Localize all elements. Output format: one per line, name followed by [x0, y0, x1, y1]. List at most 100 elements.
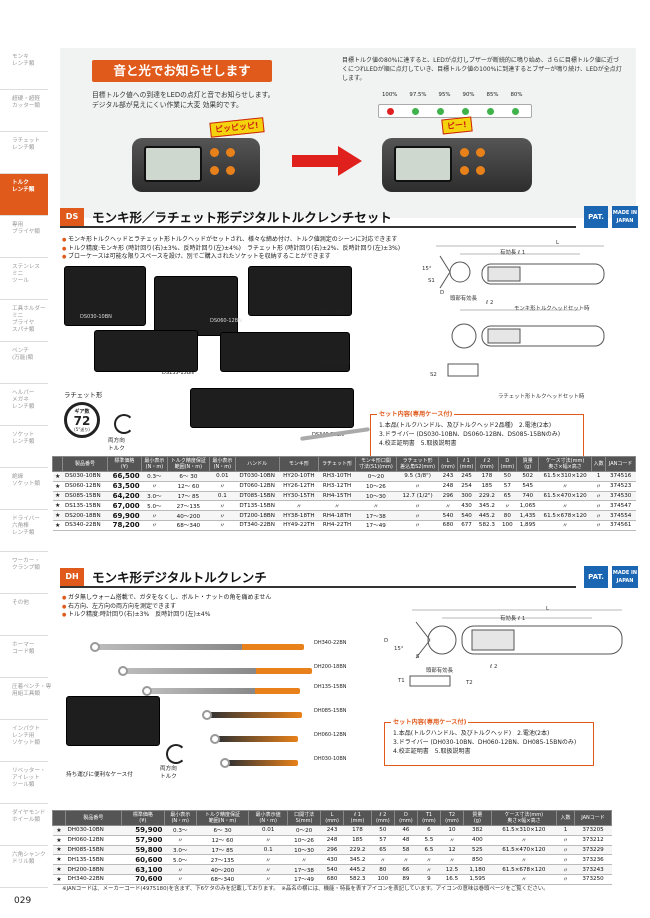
- sidebar-item[interactable]: ラチェット レンチ類: [0, 132, 48, 174]
- sidebar-item[interactable]: モンキ レンチ類: [0, 48, 48, 90]
- table-cell: 17〜 85: [167, 491, 210, 502]
- column-header: 質量 (g): [516, 456, 540, 472]
- star-column-header: [52, 810, 66, 826]
- torque-wrench-image: [126, 668, 312, 674]
- table-cell: 680: [320, 874, 344, 885]
- feature-bullet: 右方向、左方向の両方向を測定できます: [62, 603, 402, 612]
- table-cell: 80: [498, 510, 517, 521]
- sidebar-item[interactable]: 専用 プライヤ類: [0, 216, 48, 258]
- column-header: ℓ 2 (mm): [475, 456, 499, 472]
- case-label: DS030-10BN: [80, 314, 112, 320]
- led-label: 95%: [438, 92, 451, 98]
- table-cell: 12.5: [440, 864, 464, 875]
- table-cell: 545: [516, 481, 539, 492]
- table-cell: 61.5×470×120: [538, 491, 592, 502]
- sidebar-item[interactable]: 圧着ペンチ・専 用組工具類: [0, 678, 51, 720]
- table-cell: 16.5: [440, 874, 464, 885]
- sidebar-item[interactable]: 六角シャンク ドリル類: [0, 846, 48, 888]
- table-cell: 0.1: [248, 845, 288, 856]
- led-indicator: [378, 104, 532, 118]
- gear-badge: ギア数 72 (5°送り): [64, 402, 100, 438]
- table-cell: 40〜200: [167, 510, 210, 521]
- table-cell: 374530: [605, 491, 636, 502]
- ds-features: モンキ形トルクヘッドとラチェット形トルクヘッドがセットされ、様々な締め付け、トル…: [62, 236, 422, 262]
- table-cell: 〃: [396, 481, 439, 492]
- sidebar-item[interactable]: リベッター・ アイレット ツール類: [0, 762, 48, 804]
- sidebar-item[interactable]: ワーカー・ クランプ類: [0, 552, 48, 594]
- sidebar-item[interactable]: ドライバー 六角棒 レンチ類: [0, 510, 48, 552]
- table-cell: 〃: [591, 481, 606, 492]
- dh-set-contents: セット内容(専用ケース付) 1.本品(トルクハンドル、及びトルクヘッド) 2.電…: [384, 718, 594, 766]
- table-cell: 10〜30: [355, 491, 397, 502]
- table-cell: 430: [320, 854, 344, 866]
- table-cell: 17〜49: [287, 874, 321, 885]
- table-cell: 〃: [287, 854, 321, 866]
- table-cell: 〃: [209, 500, 236, 512]
- column-header: 標準価格 (¥): [120, 810, 165, 826]
- price: 59,800: [121, 845, 165, 856]
- table-cell: 61.5×470×120: [491, 845, 557, 856]
- led-green: [487, 108, 494, 115]
- table-cell: 58: [394, 845, 418, 856]
- dim-L: L: [556, 240, 560, 246]
- patent-badge: PAT.: [584, 566, 608, 588]
- sidebar-item[interactable]: 絶縁 ソケット類: [0, 468, 48, 510]
- product-code: DH135-15BN: [65, 854, 122, 866]
- table-cell: 0.01: [248, 825, 288, 836]
- table-cell: 100: [498, 520, 517, 531]
- table-cell: HY38-18TH: [279, 510, 319, 521]
- sidebar-item[interactable]: 超硬・超軽 カッター類: [0, 90, 48, 132]
- table-cell: 27〜135: [167, 500, 210, 512]
- table-cell: 3.0〜: [141, 491, 168, 502]
- sidebar-index: モンキ レンチ類超硬・超軽 カッター類ラチェット レンチ類トルク レンチ類専用 …: [0, 0, 51, 900]
- torque-wrench-image: [210, 712, 302, 718]
- column-header: T2 (mm): [439, 810, 465, 826]
- footnote: ※JANコードは、メーカーコード(4975180)を含まず、下6ケタのみを記載し…: [62, 886, 549, 892]
- ds-code-badge: DS: [60, 208, 84, 226]
- star-marker: ★: [52, 845, 66, 856]
- led-red: [387, 108, 394, 115]
- ds-dimension-drawing: [436, 245, 605, 377]
- table-cell: 185: [475, 481, 499, 492]
- table-cell: 345.2: [343, 854, 372, 866]
- table-cell: RH3-12TH: [318, 481, 356, 492]
- table-cell: 1,595: [463, 874, 492, 885]
- sidebar-item[interactable]: 工具ホルダー ミニ プライヤ スパナ類: [0, 300, 48, 342]
- table-cell: 248: [320, 835, 344, 846]
- sidebar-item[interactable]: ペンチ (万能)類: [0, 342, 48, 384]
- tool-label: DH085-15BN: [314, 708, 347, 714]
- sidebar-item[interactable]: ダイヤモンド ホイール類: [0, 804, 48, 846]
- table-cell: RH4-22TH: [318, 520, 356, 531]
- beep-label-right: ピー!: [441, 116, 473, 135]
- table-cell: 178: [475, 471, 499, 482]
- contents-title: セット内容(専用ケース付): [391, 718, 469, 727]
- dh-section-title: モンキ形デジタルトルクレンチ: [92, 570, 267, 585]
- table-cell: 61.5×678×120: [491, 864, 557, 875]
- table-cell: 〃: [279, 500, 319, 512]
- table-cell: 57: [371, 835, 395, 846]
- sidebar-item[interactable]: ホーマー コード類: [0, 636, 48, 678]
- tool-label: DH030-10BN: [314, 756, 347, 762]
- table-cell: 677: [457, 520, 476, 531]
- sidebar-item[interactable]: ヘルパー メガネ レンチ類: [0, 384, 48, 426]
- table-cell: 17〜49: [355, 520, 397, 531]
- button-icon: [460, 148, 469, 157]
- sidebar-item[interactable]: その他: [0, 594, 48, 636]
- table-cell: 〃: [417, 854, 441, 866]
- product-code: DH085-15BN: [65, 845, 122, 856]
- sidebar-item[interactable]: インパクト レンチ用 ソケット類: [0, 720, 48, 762]
- dim-d: D: [384, 638, 389, 644]
- made-in-japan-badge: MADE IN JAPAN: [612, 206, 638, 228]
- sidebar-item[interactable]: トルク レンチ類: [0, 174, 48, 216]
- tool-label: DH200-18BN: [314, 664, 347, 670]
- product-code: DS085-15BN: [62, 491, 108, 502]
- button-icon: [476, 148, 485, 157]
- led-label: 97.5%: [409, 92, 427, 98]
- price: 70,600: [121, 874, 165, 885]
- sidebar-item[interactable]: ソケット レンチ類: [0, 426, 48, 468]
- sidebar-item[interactable]: ステンレス ミニ ツール: [0, 258, 48, 300]
- table-cell: 66: [394, 864, 418, 875]
